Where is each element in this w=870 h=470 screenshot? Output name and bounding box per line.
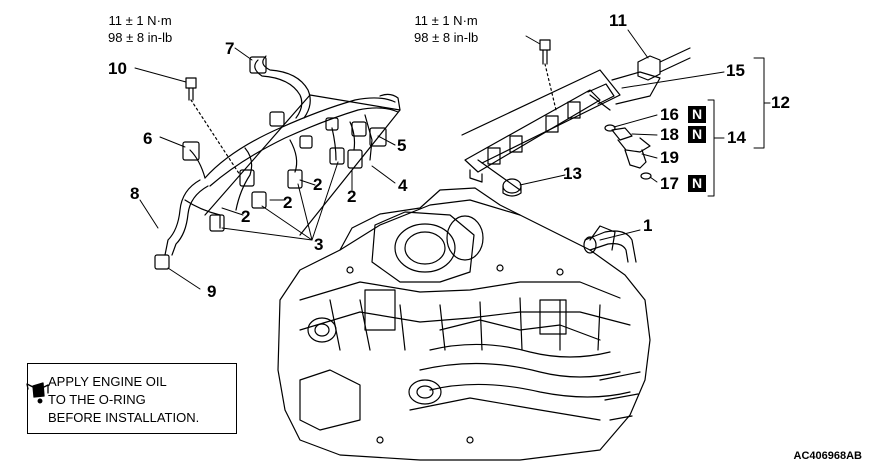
callout-17: 17 [660, 174, 679, 193]
torque-spec-left-inlb: 98 ± 8 in-lb [108, 30, 173, 45]
callout-5: 5 [397, 136, 407, 155]
callout-2-c: 2 [313, 175, 323, 194]
callout-16: 16 [660, 105, 679, 124]
torque-spec-left: 11 ± 1 N·m 98 ± 8 in-lb [108, 12, 172, 46]
note-line-3: BEFORE INSTALLATION. [48, 410, 200, 425]
torque-spec-right: 11 ± 1 N·m 98 ± 8 in-lb [414, 12, 478, 46]
callout-9: 9 [207, 282, 217, 301]
callout-2-a: 2 [241, 207, 251, 226]
leader-lines [134, 29, 771, 290]
installation-note-box: APPLY ENGINE OIL TO THE O-RING BEFORE IN… [27, 363, 237, 434]
note-line-2: TO THE O-RING [48, 392, 146, 407]
wiring-harness-illustration [154, 55, 401, 270]
new-part-badge-16: N [688, 106, 706, 123]
callout-11: 11 [609, 11, 627, 30]
callout-14: 14 [727, 128, 746, 147]
note-line-1: APPLY ENGINE OIL [48, 374, 167, 389]
engine-illustration [277, 187, 651, 461]
new-part-badge-18: N [688, 126, 706, 143]
callout-19: 19 [660, 148, 679, 167]
torque-spec-left-nm: 11 ± 1 N·m [108, 13, 172, 28]
new-part-badge-17: N [688, 175, 706, 192]
callout-1: 1 [643, 216, 653, 235]
callout-15: 15 [726, 61, 745, 80]
callout-2-d: 2 [347, 187, 357, 206]
callout-4: 4 [398, 176, 408, 195]
callout-13: 13 [563, 164, 582, 183]
torque-spec-right-inlb: 98 ± 8 in-lb [414, 30, 479, 45]
callout-10: 10 [108, 59, 127, 78]
callout-12: 12 [771, 93, 790, 112]
fuel-rail-illustration [461, 39, 691, 197]
installation-note-text: APPLY ENGINE OIL TO THE O-RING BEFORE IN… [48, 373, 199, 427]
callout-18: 18 [660, 125, 679, 144]
callout-2-b: 2 [283, 193, 293, 212]
torque-spec-right-nm: 11 ± 1 N·m [414, 13, 478, 28]
callout-6: 6 [143, 129, 153, 148]
figure-code: AC406968AB [793, 450, 862, 462]
callout-3: 3 [314, 235, 324, 254]
callout-7: 7 [225, 39, 235, 58]
callout-8: 8 [130, 184, 140, 203]
